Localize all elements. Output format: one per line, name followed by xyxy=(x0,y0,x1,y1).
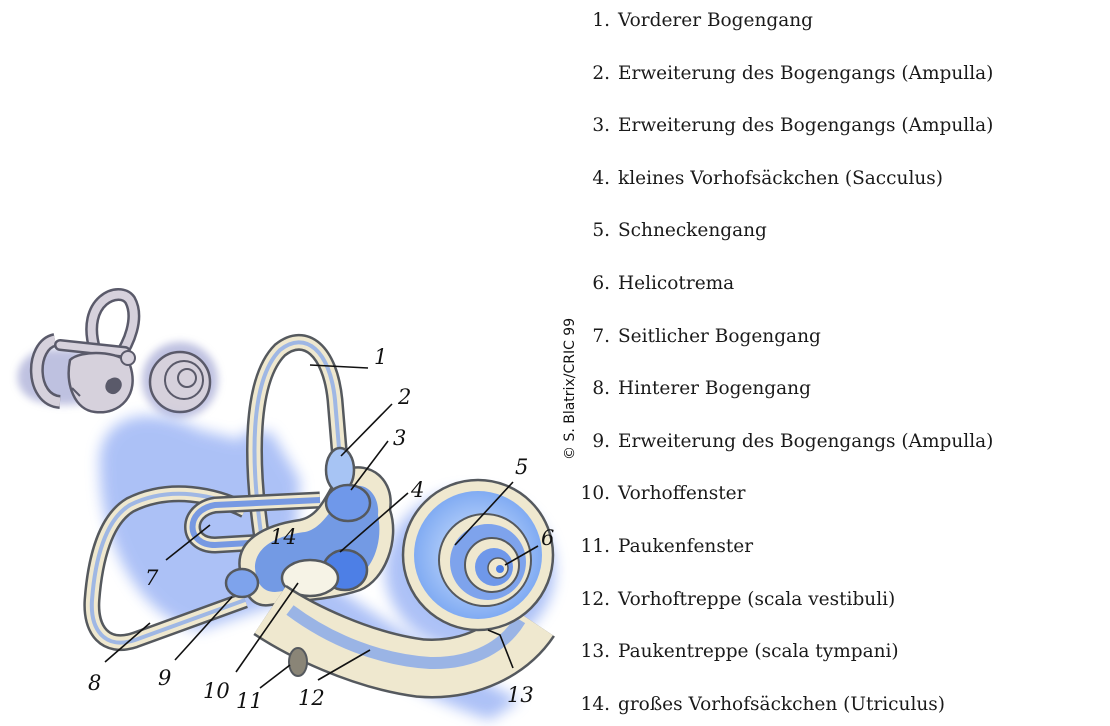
legend-item: 4. kleines Vorhofsäckchen (Sacculus) xyxy=(578,168,943,194)
legend-text: Erweiterung des Bogengangs (Ampulla) xyxy=(618,115,993,136)
legend-number: 4. xyxy=(578,168,610,189)
legend-number: 6. xyxy=(578,273,610,294)
legend-text: Paukentreppe (scala tympani) xyxy=(618,641,899,662)
legend-item: 13. Paukentreppe (scala tympani) xyxy=(578,641,899,667)
legend-item: 3. Erweiterung des Bogengangs (Ampulla) xyxy=(578,115,993,141)
legend-item: 14. großes Vorhofsäckchen (Utriculus) xyxy=(578,694,945,720)
legend-number: 10. xyxy=(578,483,610,504)
legend-number: 5. xyxy=(578,220,610,241)
legend-item: 11. Paukenfenster xyxy=(578,536,753,562)
callout-3: 3 xyxy=(393,426,406,450)
overview-labyrinth xyxy=(18,294,219,418)
callout-13: 13 xyxy=(507,683,534,707)
callout-7: 7 xyxy=(145,566,159,590)
legend-item: 1. Vorderer Bogengang xyxy=(578,10,813,36)
callout-6: 6 xyxy=(541,526,554,550)
legend-item: 2. Erweiterung des Bogengangs (Ampulla) xyxy=(578,63,993,89)
callout-8: 8 xyxy=(88,671,101,695)
legend-item: 10. Vorhoffenster xyxy=(578,483,745,509)
callout-12: 12 xyxy=(298,686,325,710)
legend-number: 2. xyxy=(578,63,610,84)
legend-text: Hinterer Bogengang xyxy=(618,378,811,399)
legend-number: 9. xyxy=(578,431,610,452)
legend-item: 9. Erweiterung des Bogengangs (Ampulla) xyxy=(578,431,993,457)
legend-text: Vorhoftreppe (scala vestibuli) xyxy=(618,589,895,610)
callout-14: 14 xyxy=(270,525,297,549)
copyright-credit: © S. Blatrix/CRIC 99 xyxy=(562,318,578,460)
callout-11: 11 xyxy=(236,689,263,713)
legend-text: Vorderer Bogengang xyxy=(618,10,813,31)
legend-number: 14. xyxy=(578,694,610,715)
callout-10: 10 xyxy=(203,679,230,703)
legend-number: 7. xyxy=(578,326,610,347)
legend-number: 12. xyxy=(578,589,610,610)
legend-number: 11. xyxy=(578,536,610,557)
legend-text: Schneckengang xyxy=(618,220,767,241)
callout-9: 9 xyxy=(158,666,171,690)
inner-ear-diagram: 1 2 3 4 5 6 7 8 9 10 11 12 13 14 xyxy=(0,270,570,726)
legend-text: Helicotrema xyxy=(618,273,734,294)
legend-number: 8. xyxy=(578,378,610,399)
legend-number: 3. xyxy=(578,115,610,136)
legend-item: 6. Helicotrema xyxy=(578,273,734,299)
legend-text: Seitlicher Bogengang xyxy=(618,326,821,347)
callout-5: 5 xyxy=(515,455,528,479)
legend-item: 5. Schneckengang xyxy=(578,220,767,246)
legend-item: 7. Seitlicher Bogengang xyxy=(578,326,821,352)
legend-text: kleines Vorhofsäckchen (Sacculus) xyxy=(618,168,943,189)
legend-item: 8. Hinterer Bogengang xyxy=(578,378,811,404)
legend-text: Paukenfenster xyxy=(618,536,753,557)
legend-text: Erweiterung des Bogengangs (Ampulla) xyxy=(618,431,993,452)
legend-item: 12. Vorhoftreppe (scala vestibuli) xyxy=(578,589,895,615)
callout-1: 1 xyxy=(374,345,387,369)
legend-text: großes Vorhofsäckchen (Utriculus) xyxy=(618,694,945,715)
callout-4: 4 xyxy=(410,478,424,502)
legend-text: Vorhoffenster xyxy=(618,483,745,504)
callout-2: 2 xyxy=(397,385,411,409)
legend-number: 13. xyxy=(578,641,610,662)
legend-number: 1. xyxy=(578,10,610,31)
legend-text: Erweiterung des Bogengangs (Ampulla) xyxy=(618,63,993,84)
